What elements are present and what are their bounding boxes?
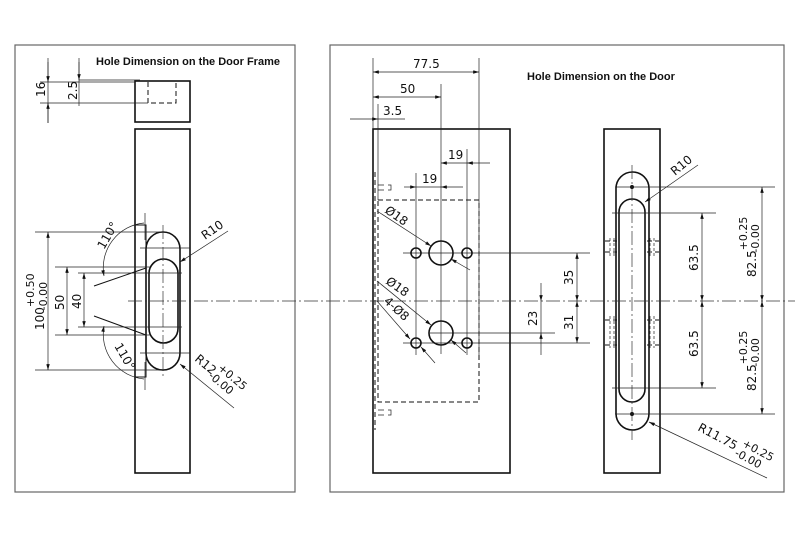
dim-35: 35: [562, 270, 576, 285]
dim-23: 23: [526, 311, 540, 326]
dim-63-5-bottom: 63.5: [687, 330, 701, 357]
dim-77-5: 77.5: [413, 57, 440, 71]
dim-16: 16: [34, 82, 48, 97]
dim-50: 50: [400, 82, 415, 96]
door-frame-panel: Hole Dimension on the Door Frame 16 2.5 …: [14, 44, 296, 493]
panel-title: Hole Dimension on the Door: [527, 71, 676, 83]
dim-2-5: 2.5: [66, 81, 80, 100]
hidden-pocket: [147, 82, 177, 104]
hole-18-bottom: [428, 320, 454, 346]
dim-100: 100+0.50-0.00: [24, 273, 50, 330]
dim-82-5-top: 82.5+0.25-0.00: [737, 217, 762, 277]
dim-19-lower: 19: [422, 172, 437, 186]
hole-8: [461, 247, 473, 259]
dim-19-upper: 19: [448, 148, 463, 162]
hole-8: [410, 247, 422, 259]
dim-40: 40: [70, 294, 84, 309]
panel-border: [14, 44, 296, 493]
door-panel: Hole Dimension on the Door 77.5 50 3.5 1…: [329, 44, 785, 493]
hole-8: [461, 337, 473, 349]
dim-63-5-top: 63.5: [687, 244, 701, 271]
hole-8: [410, 337, 422, 349]
dim-82-5-bottom: 82.5+0.25-0.00: [737, 331, 762, 391]
dim-31: 31: [562, 315, 576, 330]
panel-title: Hole Dimension on the Door Frame: [96, 56, 280, 68]
dim-50: 50: [53, 295, 67, 310]
frame-top-view: [134, 80, 191, 123]
hole-18-top: [428, 240, 454, 266]
panel-border: [329, 44, 785, 493]
dim-3-5: 3.5: [383, 104, 402, 118]
